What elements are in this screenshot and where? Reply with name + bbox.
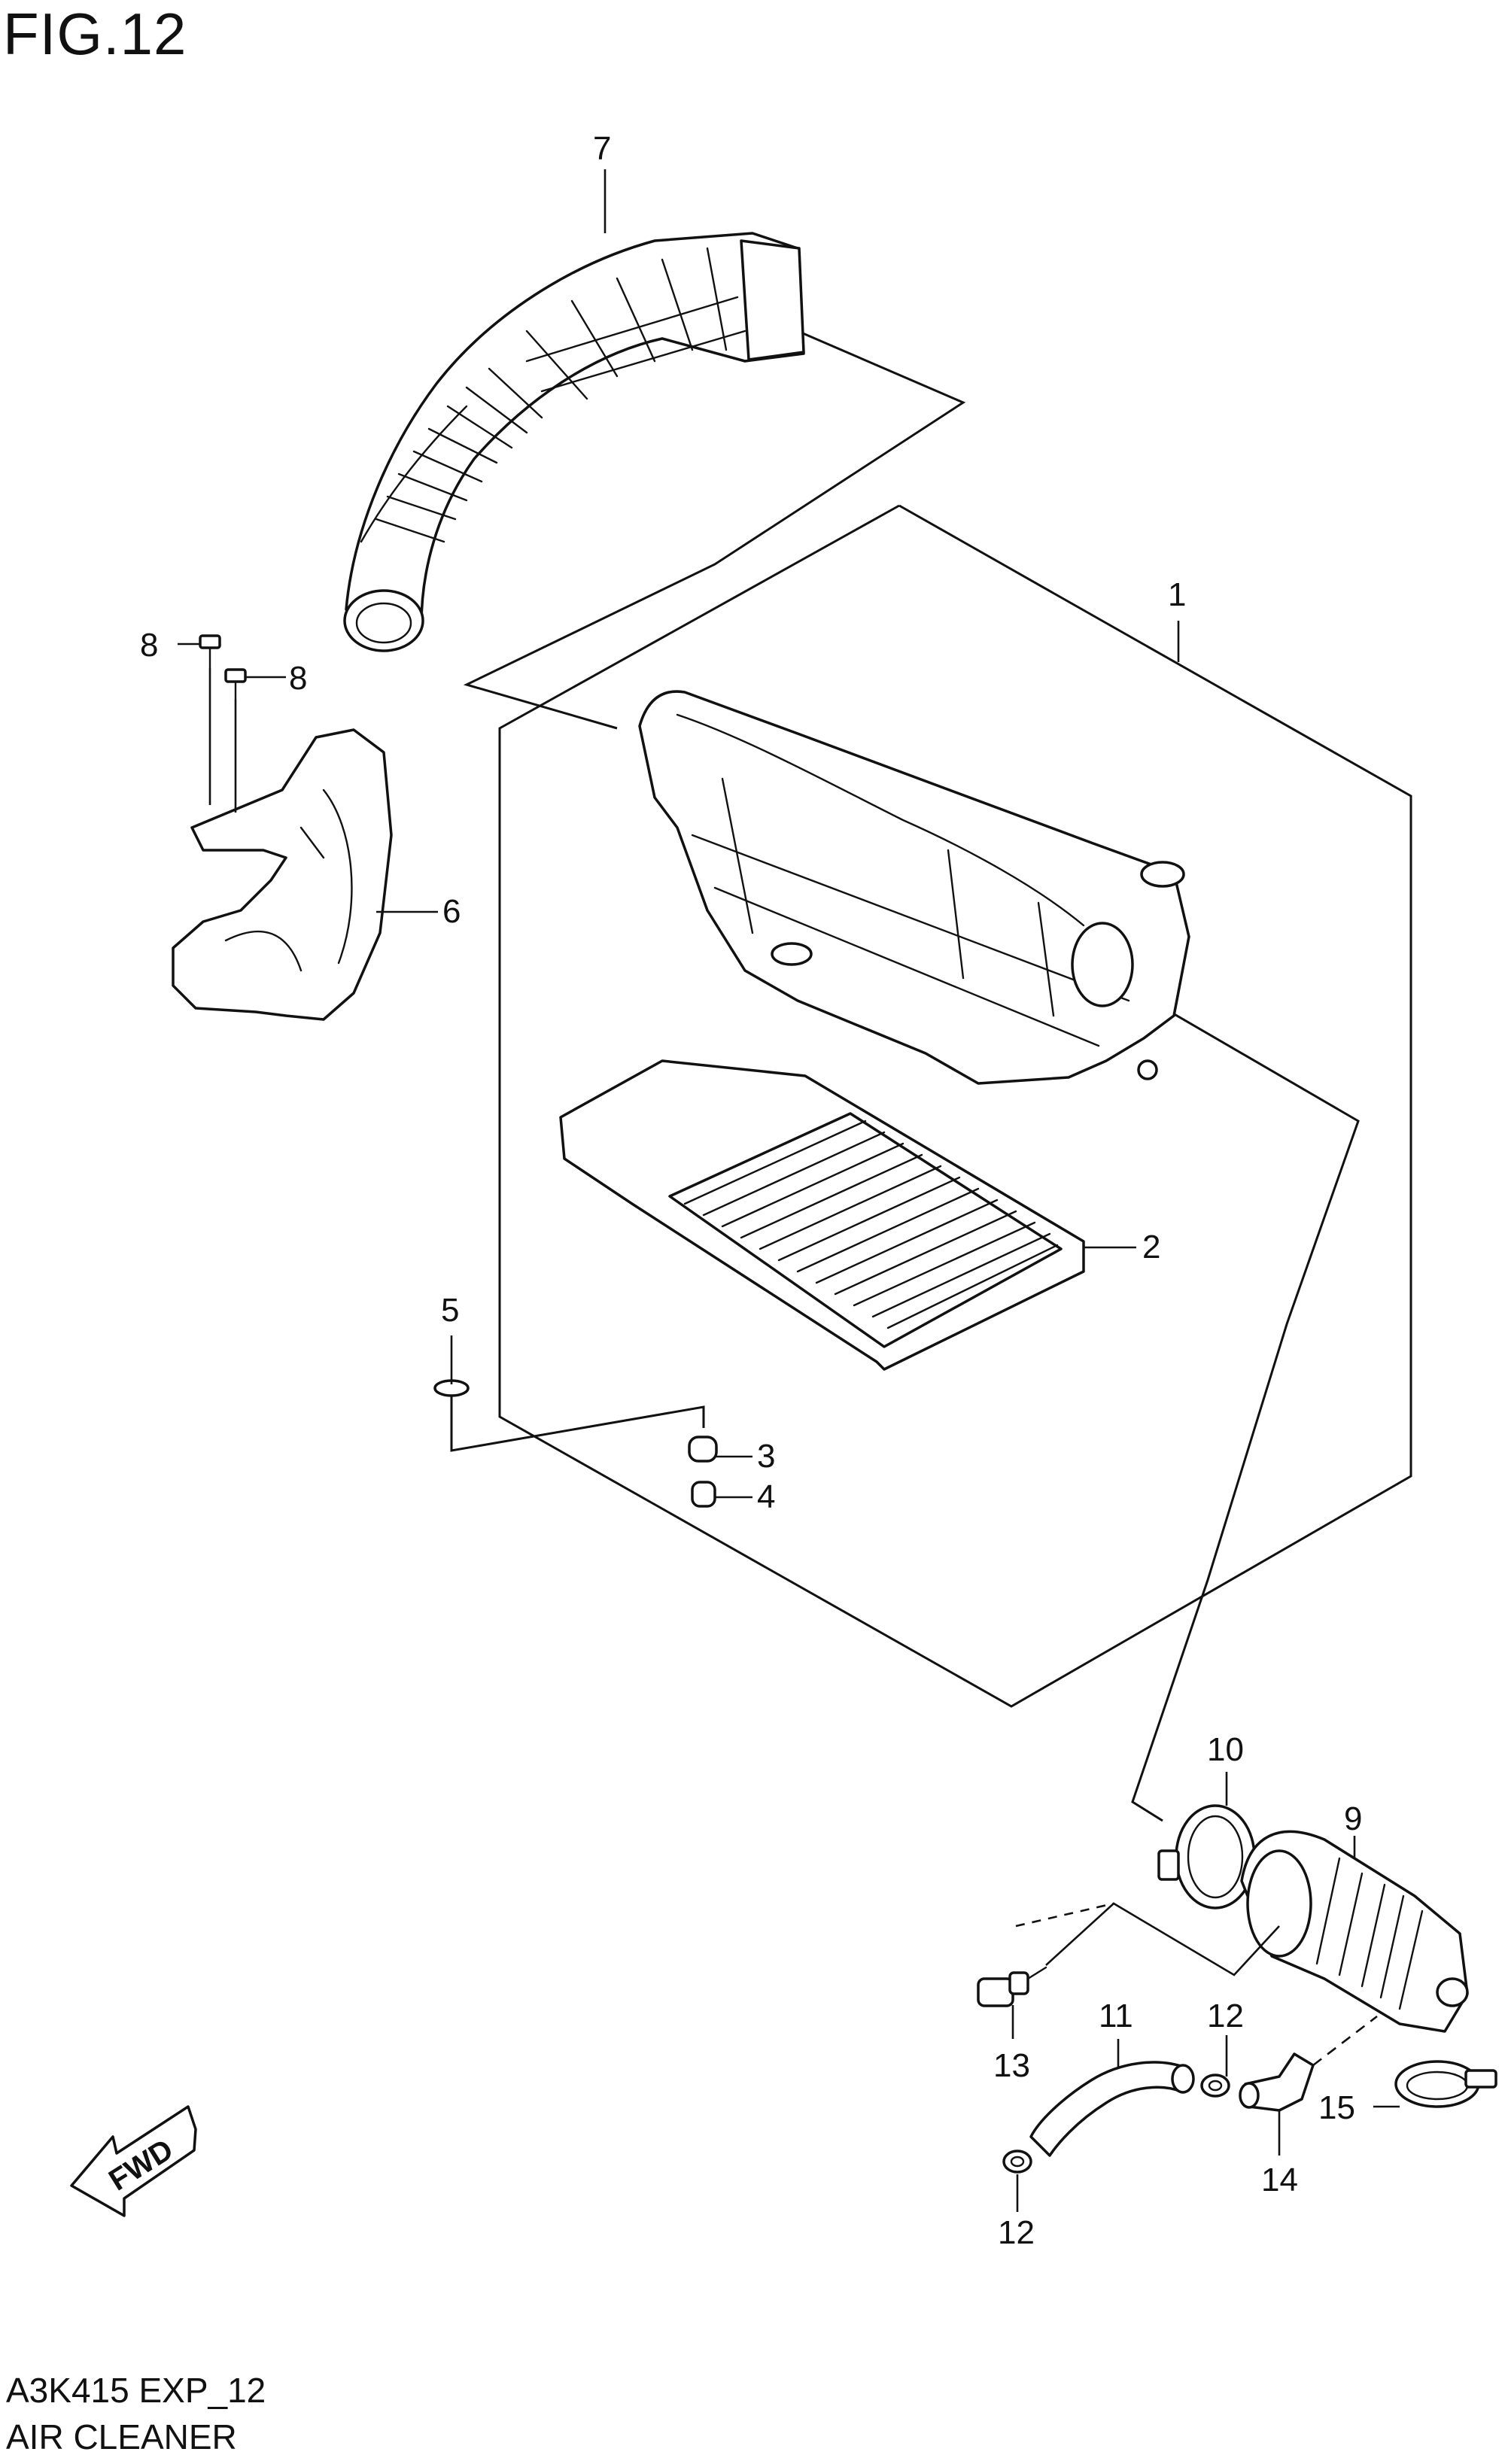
callout-8-right[interactable]: 8 bbox=[289, 660, 307, 697]
bolt-5[interactable] bbox=[433, 1379, 470, 1420]
breather-hose-11[interactable] bbox=[1029, 2061, 1195, 2157]
callout-7[interactable]: 7 bbox=[593, 130, 611, 167]
callout-8-left[interactable]: 8 bbox=[140, 627, 158, 664]
callout-12-upper[interactable]: 12 bbox=[1207, 1998, 1244, 2034]
hose-clamp-10[interactable] bbox=[1157, 1804, 1256, 1910]
air-filter-element[interactable] bbox=[559, 1059, 1085, 1371]
outlet-boundary bbox=[1111, 977, 1360, 1822]
grommet-3[interactable] bbox=[688, 1436, 718, 1463]
callout-3[interactable]: 3 bbox=[757, 1438, 775, 1475]
callout-15[interactable]: 15 bbox=[1318, 2089, 1355, 2126]
callout-12-lower[interactable]: 12 bbox=[998, 2214, 1035, 2251]
collar-4[interactable] bbox=[691, 1481, 716, 1508]
bolt-8-left[interactable] bbox=[199, 634, 221, 805]
intake-duct[interactable] bbox=[172, 728, 393, 1021]
callout-4[interactable]: 4 bbox=[757, 1478, 775, 1515]
hose-clamp-15[interactable] bbox=[1394, 2060, 1497, 2108]
hose-clip-12-lower[interactable] bbox=[1002, 2150, 1032, 2174]
callout-5[interactable]: 5 bbox=[441, 1292, 459, 1329]
callout-10[interactable]: 10 bbox=[1207, 1731, 1244, 1768]
assembly-frame bbox=[498, 504, 1412, 1708]
vacuum-valve-13[interactable] bbox=[977, 1902, 1280, 2007]
inlet-hose[interactable] bbox=[343, 232, 805, 652]
figure-code: A3K415 EXP_12 bbox=[6, 2371, 266, 2410]
callout-9[interactable]: 9 bbox=[1344, 1800, 1362, 1837]
callout-13[interactable]: 13 bbox=[993, 2047, 1030, 2084]
figure-name: AIR CLEANER bbox=[6, 2417, 237, 2456]
bolt-8-right[interactable] bbox=[224, 668, 247, 813]
outlet-hose-9[interactable] bbox=[1240, 1830, 1469, 2033]
callout-14[interactable]: 14 bbox=[1261, 2162, 1298, 2198]
figure-title: FIG.12 bbox=[3, 1, 187, 67]
hose-clip-12-upper[interactable] bbox=[1200, 2074, 1230, 2098]
elbow-fitting-14[interactable] bbox=[1239, 2015, 1378, 2112]
callout-numbers: 7 1 2 3 4 5 6 8 8 9 10 11 12 12 13 14 15 bbox=[140, 130, 1362, 2251]
callout-leaders bbox=[178, 169, 1400, 2212]
grommet-bracket bbox=[450, 1396, 705, 1452]
callout-1[interactable]: 1 bbox=[1168, 576, 1186, 613]
hose-boundary bbox=[463, 330, 966, 730]
air-cleaner-case[interactable] bbox=[638, 690, 1190, 1085]
forward-arrow: FWD bbox=[70, 2105, 197, 2217]
callout-6[interactable]: 6 bbox=[442, 893, 461, 930]
callout-2[interactable]: 2 bbox=[1142, 1229, 1160, 1265]
callout-11[interactable]: 11 bbox=[1099, 1998, 1133, 2034]
